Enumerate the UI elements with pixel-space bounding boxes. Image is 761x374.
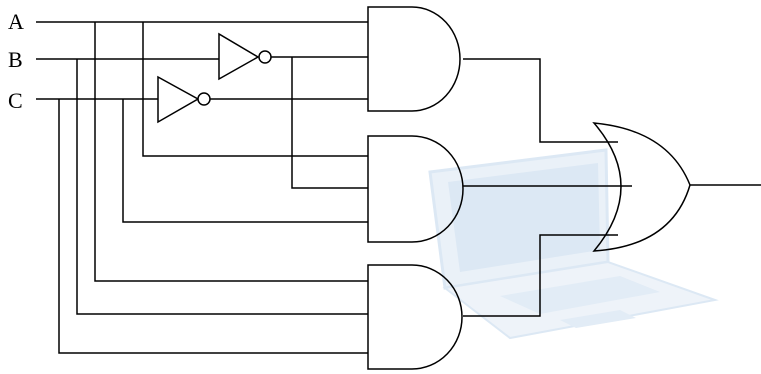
not-gate-c-bubble bbox=[197, 92, 211, 106]
wire-notb-to-and2 bbox=[291, 57, 368, 189]
wire-c-to-and3 bbox=[58, 99, 368, 354]
input-label-a: A bbox=[8, 9, 24, 34]
and-gate-2 bbox=[367, 135, 464, 243]
wire-and1-to-or bbox=[463, 58, 618, 143]
wire-b-to-and3 bbox=[76, 59, 368, 315]
laptop-icon bbox=[428, 148, 719, 340]
wire-c-to-and2 bbox=[122, 99, 368, 223]
wire-a-to-and3 bbox=[94, 22, 368, 282]
or-gate bbox=[592, 122, 691, 252]
input-label-b: B bbox=[8, 47, 23, 72]
wire-a-to-and2 bbox=[142, 22, 368, 157]
and-gate-1 bbox=[367, 6, 461, 112]
not-gate-c bbox=[157, 75, 200, 124]
wire-and3-to-or bbox=[463, 234, 618, 317]
not-gate-b bbox=[218, 32, 260, 81]
input-label-c: C bbox=[8, 88, 23, 113]
and-gate-3 bbox=[367, 264, 463, 370]
not-gate-b-bubble bbox=[258, 50, 272, 64]
